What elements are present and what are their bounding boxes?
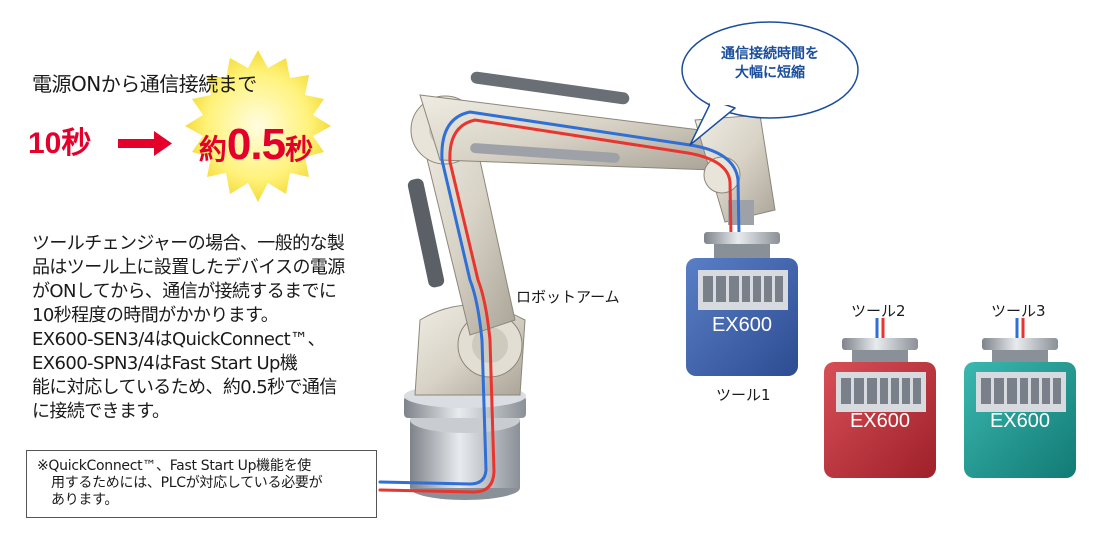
note-box: ※QuickConnect™、Fast Start Up機能を使 用するためには…: [26, 450, 377, 518]
tool-3-module-label: EX600: [989, 410, 1051, 432]
description-line: EX600-SPN3/4はFast Start Up機: [32, 353, 298, 374]
tool-2-label: ツール2: [851, 302, 906, 320]
note-line: 用するためには、PLCが対応している必要が: [51, 475, 323, 491]
communication-cable: [378, 110, 742, 494]
description-line: EX600-SEN3/4はQuickConnect™、: [32, 329, 326, 350]
starburst-badge: [185, 50, 331, 202]
callout-bubble: [681, 21, 859, 146]
description-line: に接続できます。: [32, 401, 170, 422]
note-line: ※QuickConnect™、Fast Start Up機能を使: [37, 458, 311, 474]
after-time-number: 0.5: [226, 120, 286, 169]
before-time-label: 10秒: [28, 127, 92, 160]
tool-1-label: ツール1: [716, 386, 771, 404]
tool-1-illustration: [686, 232, 798, 376]
description-line: 10秒程度の時間がかかります。: [32, 305, 279, 326]
description-text: ツールチェンジャーの場合、一般的な製 品はツール上に設置したデバイスの電源 がO…: [32, 232, 402, 424]
robot-arm-label: ロボットアーム: [516, 288, 620, 306]
after-time-label: 約0.5秒: [176, 120, 336, 170]
callout-line: 大幅に短縮: [735, 65, 805, 81]
after-time-suffix: 秒: [285, 134, 314, 165]
tool-3-label: ツール3: [991, 302, 1046, 320]
tool-2-illustration: [824, 318, 936, 478]
description-line: 能に対応しているため、約0.5秒で通信: [32, 377, 337, 398]
note-line: あります。: [51, 492, 119, 508]
heading: 電源ONから通信接続まで: [32, 72, 257, 96]
robot-arm-illustration: [404, 71, 776, 500]
callout-text: 通信接続時間を 大幅に短縮: [680, 45, 860, 83]
tool-3-illustration: [964, 318, 1076, 478]
description-line: ツールチェンジャーの場合、一般的な製: [32, 233, 345, 254]
tool-1-module-label: EX600: [711, 314, 773, 336]
after-time-prefix: 約: [198, 134, 227, 165]
description-line: 品はツール上に設置したデバイスの電源: [32, 257, 345, 278]
description-line: がONしてから、通信が接続するまでに: [32, 281, 337, 302]
tool-2-module-label: EX600: [849, 410, 911, 432]
callout-line: 通信接続時間を: [721, 46, 819, 62]
arrow-right-icon: [118, 131, 172, 156]
